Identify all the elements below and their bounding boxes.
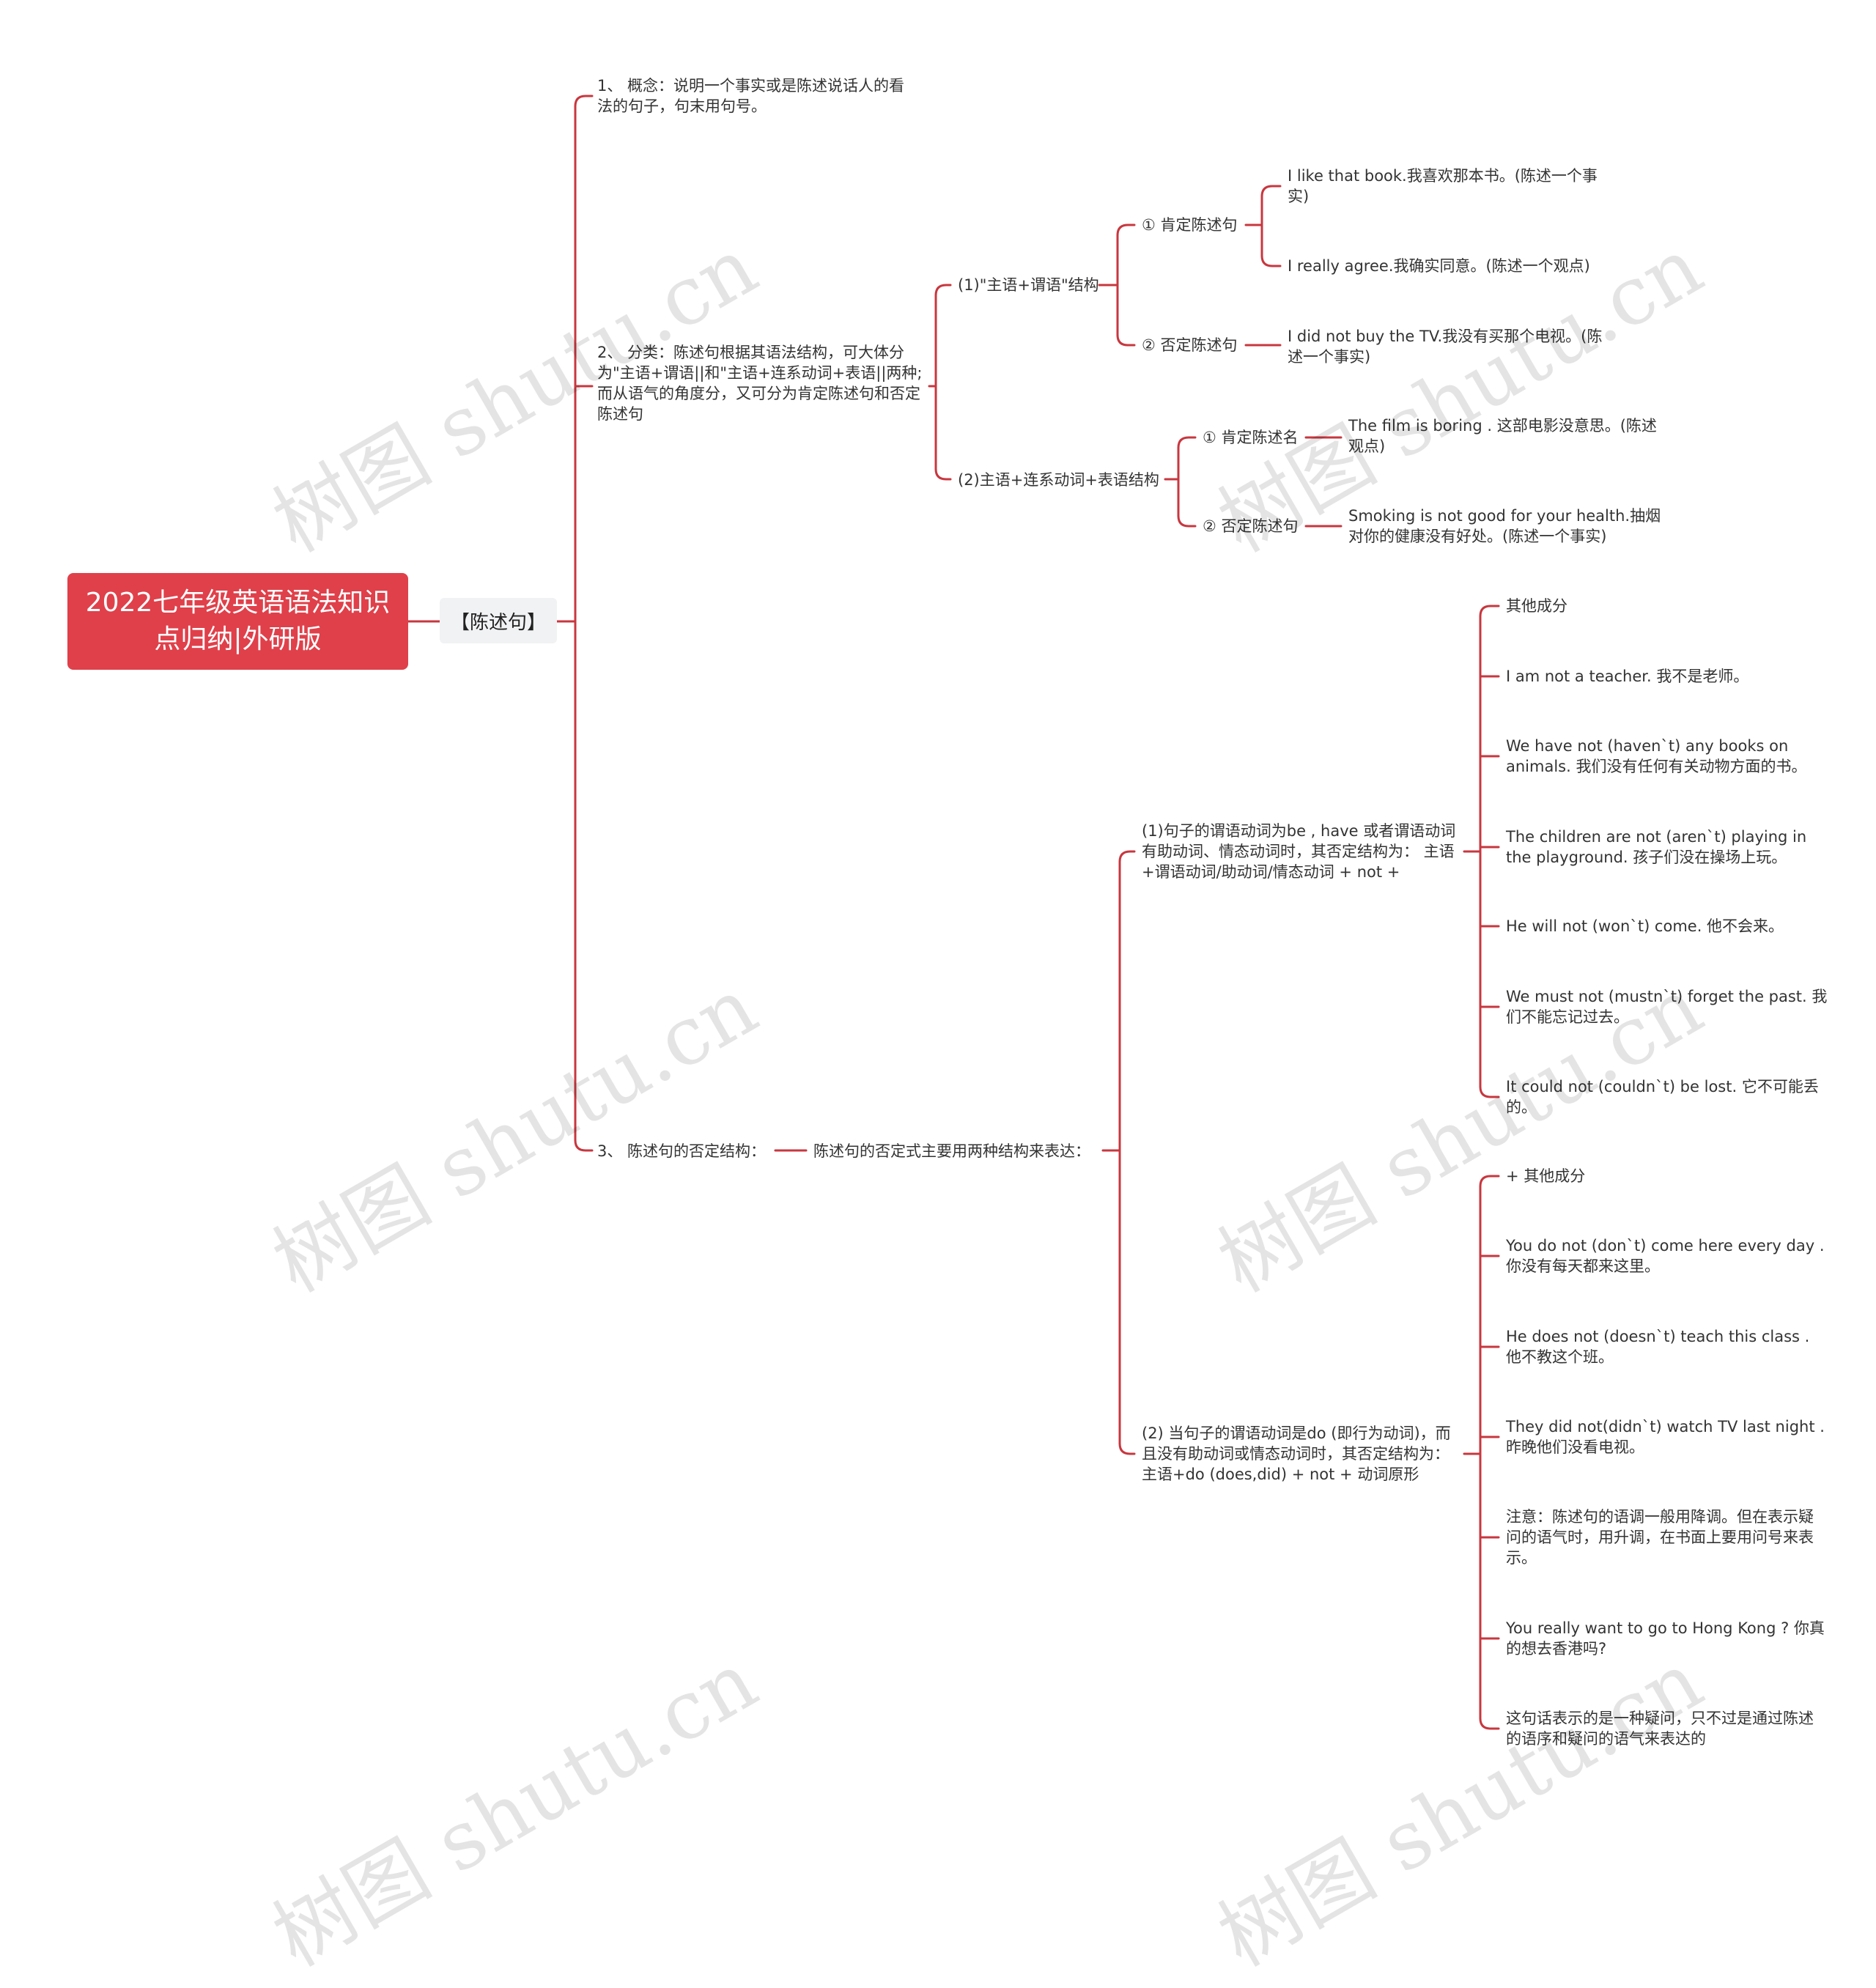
- connector-line: [1479, 605, 1500, 618]
- rule1-item[interactable]: We have not (haven`t) any books on anima…: [1506, 737, 1807, 775]
- rule1-node[interactable]: (1)句子的谓语动词为be , have 或者谓语动词有助动词、情态动词时，其否…: [1142, 822, 1456, 881]
- example-like-book[interactable]: I like that book.我喜欢那本书。(陈述一个事实): [1288, 167, 1598, 205]
- rule1-item[interactable]: He will not (won`t) come. 他不会来。: [1506, 917, 1784, 935]
- root-title: 2022七年级英语语法知识点归纳|外研版: [85, 588, 391, 654]
- connector-line: [1479, 1175, 1500, 1188]
- connector-line: [1118, 1442, 1136, 1455]
- rule1-item[interactable]: I am not a teacher. 我不是老师。: [1506, 668, 1749, 685]
- main-topic-node[interactable]: 【陈述句】: [440, 598, 557, 643]
- connector-line: [1118, 850, 1136, 863]
- connector-line: [934, 284, 952, 297]
- negation-expression-node[interactable]: 陈述句的否定式主要用两种结构来表达：: [813, 1142, 1090, 1160]
- connector-line: [1116, 333, 1136, 347]
- rule2-item[interactable]: + 其他成分: [1506, 1167, 1586, 1185]
- example-really-agree[interactable]: I really agree.我确实同意。(陈述一个观点): [1288, 257, 1590, 275]
- connector-line: [1177, 514, 1197, 528]
- rule2-item[interactable]: 注意：陈述句的语调一般用降调。但在表示疑问的语气时，用升调，在书面上要用问号来表…: [1506, 1508, 1814, 1567]
- connector-line: [1479, 1085, 1500, 1098]
- affirmative-label-2[interactable]: ① 肯定陈述名: [1203, 429, 1299, 446]
- negative-structure-node[interactable]: 3、 陈述句的否定结构：: [597, 1142, 767, 1160]
- connector-line: [574, 1139, 594, 1152]
- rule2-item[interactable]: 这句话表示的是一种疑问，只不过是通过陈述的语序和疑问的语气来表达的: [1506, 1710, 1814, 1748]
- negative-label-2[interactable]: ② 否定陈述句: [1203, 517, 1299, 535]
- rule1-item[interactable]: 其他成分: [1506, 597, 1567, 615]
- rule2-item[interactable]: He does not (doesn`t) teach this class .…: [1506, 1328, 1810, 1366]
- connector-line: [574, 95, 594, 108]
- negative-label-1[interactable]: ② 否定陈述句: [1142, 336, 1238, 354]
- linking-verb-node[interactable]: (2)主语+连系动词+表语结构: [958, 471, 1159, 489]
- rule1-item[interactable]: We must not (mustn`t) forget the past. 我…: [1506, 988, 1828, 1026]
- rule2-node[interactable]: (2) 当句子的谓语动词是do (即行为动词)，而且没有助动词或情态动词时，其否…: [1142, 1425, 1451, 1483]
- example-smoking[interactable]: Smoking is not good for your health.抽烟对你…: [1348, 507, 1661, 545]
- rule1-item[interactable]: It could not (couldn`t) be lost. 它不可能丢的。: [1506, 1078, 1819, 1116]
- rule2-item[interactable]: They did not(didn`t) watch TV last night…: [1506, 1418, 1825, 1456]
- example-film-boring[interactable]: The film is boring . 这部电影没意思。(陈述观点): [1348, 417, 1657, 455]
- connector-line: [1479, 1717, 1500, 1730]
- rule1-item[interactable]: The children are not (aren`t) playing in…: [1506, 828, 1807, 866]
- connector-line: [1260, 254, 1282, 267]
- rule2-item[interactable]: You do not (don`t) come here every day .…: [1506, 1237, 1825, 1275]
- connector-line: [1116, 223, 1136, 237]
- connector-line: [1177, 436, 1197, 449]
- connector-line: [934, 468, 952, 481]
- connector-line: [1260, 185, 1282, 198]
- example-did-not-buy[interactable]: I did not buy the TV.我没有买那个电视。(陈述一个事实): [1288, 328, 1603, 366]
- connector-lines: [407, 95, 1500, 1730]
- root-node[interactable]: 2022七年级英语语法知识点归纳|外研版: [67, 573, 408, 670]
- rule2-item[interactable]: You really want to go to Hong Kong ? 你真的…: [1506, 1619, 1825, 1658]
- subject-predicate-node[interactable]: (1)"主语+谓语"结构: [958, 276, 1099, 294]
- concept-node[interactable]: 1、 概念：说明一个事实或是陈述说话人的看法的句子，句末用句号。: [597, 77, 905, 115]
- classification-node[interactable]: 2、 分类：陈述句根据其语法结构，可大体分为"主语+谓语||和"主语+连系动词+…: [597, 344, 923, 423]
- affirmative-label-1[interactable]: ① 肯定陈述句: [1142, 216, 1238, 234]
